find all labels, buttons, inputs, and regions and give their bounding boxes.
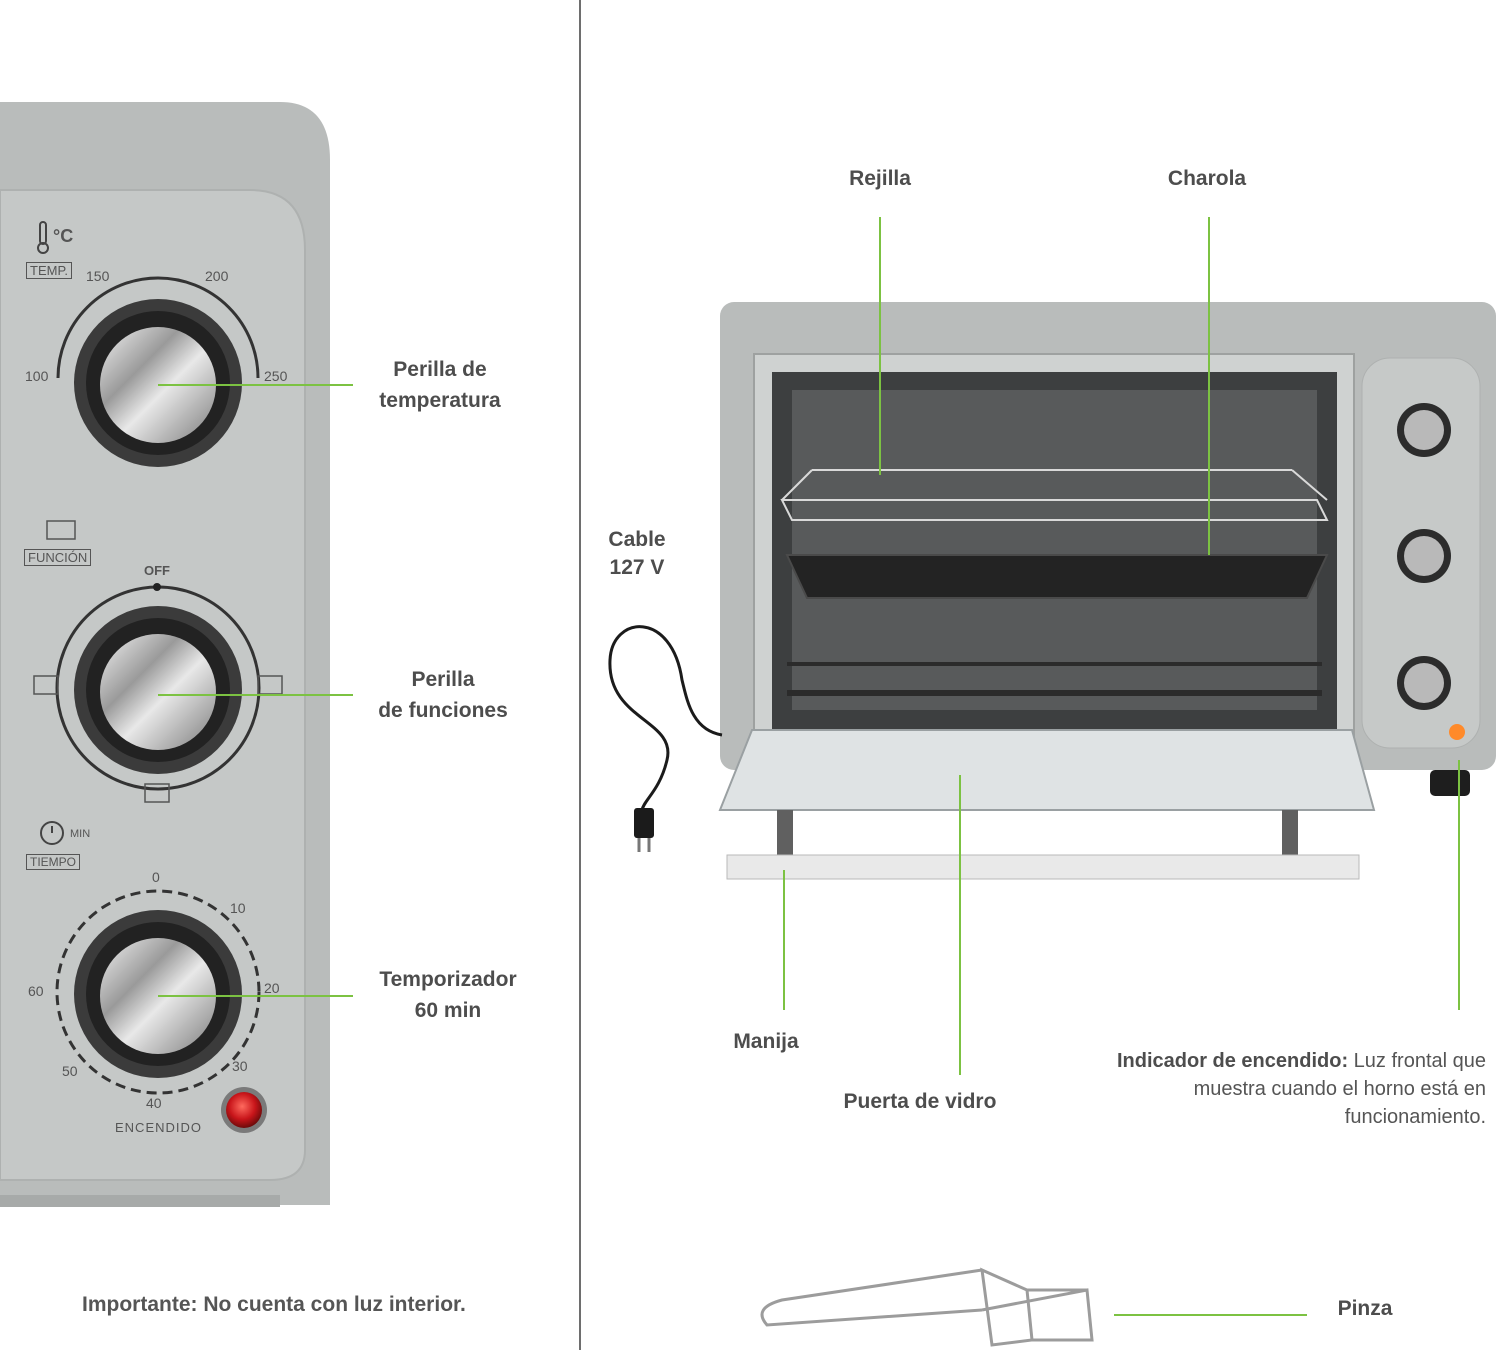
power-indicator-description: Indicador de encendido: Luz frontal que …	[1012, 1047, 1486, 1131]
rack-label: Rejilla	[849, 167, 911, 190]
tongs-callout-line	[1114, 1314, 1307, 1316]
timer-scale-20: 20	[264, 980, 280, 996]
temp-scale-250: 250	[264, 368, 288, 384]
important-note: Importante: No cuenta con luz interior.	[82, 1293, 466, 1316]
panel-divider	[579, 0, 581, 1350]
rack-callout-line	[879, 217, 881, 475]
timer-scale-50: 50	[62, 1063, 78, 1079]
control-panel-closeup: °C TEMP. 100 150 200 250 FUNCIÓN OFF MIN…	[0, 0, 580, 1357]
function-off-label: OFF	[144, 563, 170, 578]
power-indicator-text-1: Luz frontal que	[1353, 1050, 1486, 1072]
tray-label: Charola	[1167, 167, 1247, 190]
temp-unit: °C	[53, 226, 74, 246]
oven-power-light	[1449, 724, 1465, 740]
temp-badge: TEMP.	[26, 262, 73, 279]
function-callout-line2: de funciones	[378, 699, 508, 722]
cable-label: Cable 127 V	[592, 526, 682, 582]
handle-callout-line	[783, 870, 785, 1010]
control-panel-illustration	[0, 102, 330, 1207]
power-cable	[608, 625, 723, 811]
oven-rack	[780, 469, 1329, 521]
thermometer-icon	[37, 221, 49, 254]
function-callout-line	[158, 694, 353, 696]
cable-label-line2: 127 V	[609, 556, 665, 579]
cable-label-line1: Cable	[608, 528, 666, 551]
temp-scale-100: 100	[25, 368, 49, 384]
power-indicator-text-3: funcionamiento.	[1344, 1106, 1486, 1128]
glass-door-callout-line	[959, 775, 961, 1075]
glass-door-label: Puerta de vidro	[843, 1090, 997, 1113]
temp-scale-150: 150	[86, 268, 110, 284]
glass-door	[718, 729, 1376, 811]
oven-tray	[785, 554, 1329, 599]
timer-callout-line1: Temporizador	[379, 968, 517, 991]
function-badge: FUNCIÓN	[24, 549, 92, 566]
temperature-callout-line2: temperatura	[379, 389, 501, 412]
tongs-label: Pinza	[1337, 1297, 1393, 1320]
power-label: ENCENDIDO	[115, 1120, 203, 1135]
function-callout-line1: Perilla	[411, 668, 475, 691]
timer-scale-10: 10	[230, 900, 246, 916]
temperature-callout-line1: Perilla de	[393, 358, 487, 381]
timer-callout-line	[158, 995, 353, 997]
temperature-callout: Perilla de temperatura	[350, 354, 530, 416]
oven-illustration	[608, 302, 1496, 1347]
timer-icon	[40, 821, 64, 845]
power-indicator-callout-line	[1458, 760, 1460, 1010]
temperature-callout-line	[158, 384, 353, 386]
timer-scale-0: 0	[152, 869, 160, 885]
timer-callout: Temporizador 60 min	[358, 964, 538, 1026]
power-indicator-title: Indicador de encendido:	[1116, 1050, 1349, 1072]
timer-unit: MIN	[70, 828, 91, 840]
door-handle	[726, 854, 1360, 880]
handle-label: Manija	[733, 1030, 799, 1053]
function-callout: Perilla de funciones	[353, 664, 533, 726]
timer-badge: TIEMPO	[26, 854, 81, 870]
timer-scale-40: 40	[146, 1095, 162, 1111]
oven-overview: Rejilla Charola Cable 127 V Manija Puert…	[582, 0, 1500, 1357]
power-indicator-text-2: muestra cuando el horno está en	[1193, 1078, 1486, 1100]
timer-callout-line2: 60 min	[414, 999, 482, 1022]
timer-scale-60: 60	[28, 983, 44, 999]
temp-scale-200: 200	[205, 268, 229, 284]
timer-scale-30: 30	[232, 1058, 248, 1074]
tongs	[760, 1267, 1094, 1347]
tray-callout-line	[1208, 217, 1210, 555]
